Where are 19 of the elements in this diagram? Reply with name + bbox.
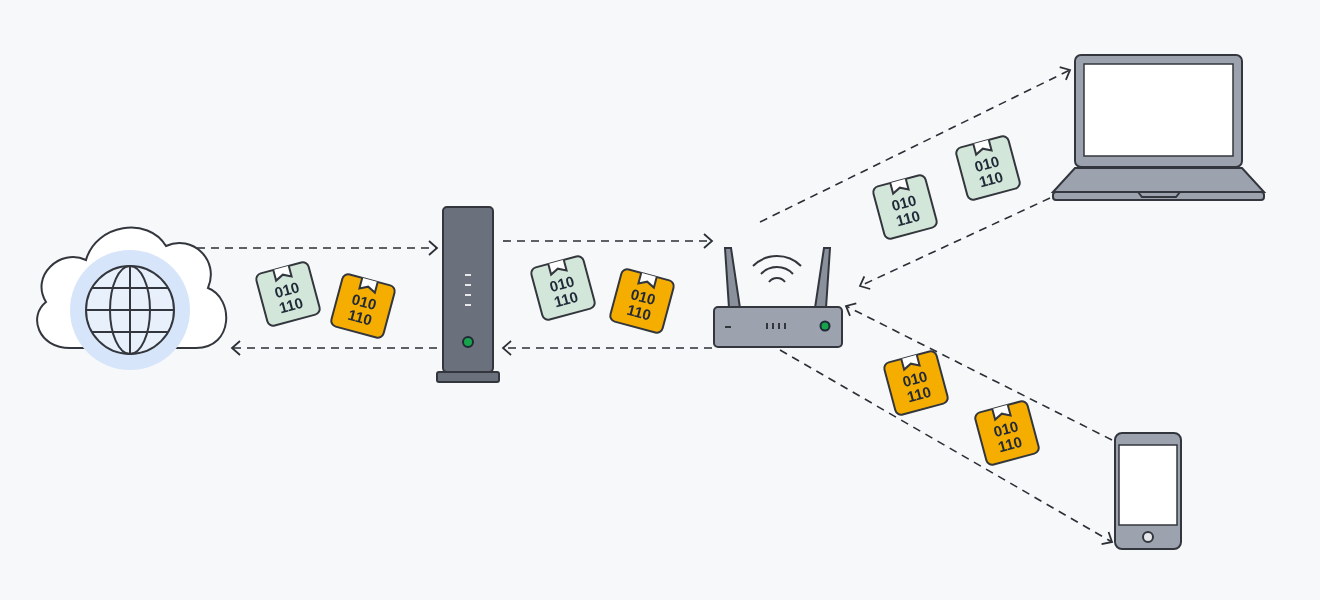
dashed-arrow <box>502 233 713 249</box>
dashed-arrow <box>845 302 1113 441</box>
packet-label: 010 110 <box>899 367 934 407</box>
packet-label: 010 110 <box>888 191 923 231</box>
dashed-arrow <box>859 197 1051 290</box>
dashed-arrow <box>196 240 438 256</box>
dashed-arrow <box>502 340 713 356</box>
modem-icon <box>436 205 502 385</box>
dashed-arrow <box>759 66 1071 223</box>
packet-label: 010 110 <box>990 417 1025 457</box>
dashed-arrow <box>779 349 1113 545</box>
packet-label: 010 110 <box>271 278 306 318</box>
packet-label: 010 110 <box>345 290 380 330</box>
dashed-arrow <box>231 340 438 356</box>
smartphone-icon <box>1113 431 1183 551</box>
packet-label: 010 110 <box>546 272 581 312</box>
laptop-icon <box>1050 52 1268 204</box>
packet-label: 010 110 <box>971 152 1006 192</box>
packet-label: 010 110 <box>624 285 659 325</box>
